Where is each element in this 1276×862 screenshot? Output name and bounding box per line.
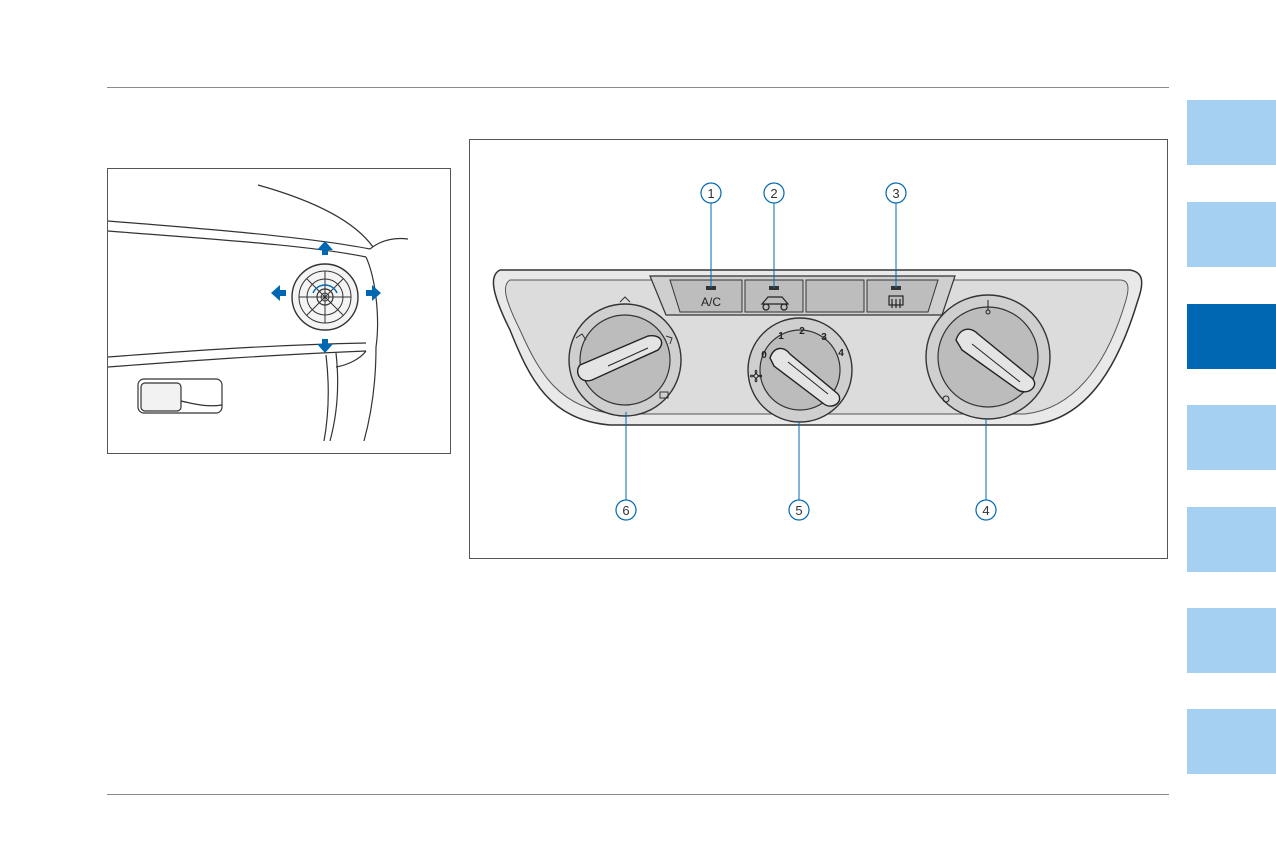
- svg-text:6: 6: [622, 503, 629, 518]
- cold-indicator-icon: [942, 395, 950, 403]
- mode-symbols: [575, 296, 673, 399]
- arrow-left-icon: [271, 285, 286, 301]
- fan-speed-scale: 0 1 2 3 4: [761, 326, 844, 361]
- chapter-tab-5[interactable]: [1187, 507, 1276, 572]
- chapter-tab-1[interactable]: [1187, 100, 1276, 165]
- direction-arrows: [271, 241, 381, 353]
- svg-text:5: 5: [795, 503, 802, 518]
- svg-text:4: 4: [982, 503, 989, 518]
- fan-speed-3: 3: [821, 332, 827, 343]
- fan-speed-4: 4: [838, 348, 844, 359]
- temperature-knob[interactable]: [925, 294, 1051, 420]
- fan-speed-2: 2: [799, 326, 805, 337]
- top-rule: [107, 87, 1169, 88]
- callout-6: 6: [615, 499, 637, 521]
- fan-speed-knob[interactable]: 0 1 2 3 4: [747, 317, 853, 423]
- chapter-tab-7[interactable]: [1187, 709, 1276, 774]
- climate-panel-figure: A/C: [469, 139, 1168, 559]
- callout-1: 1: [700, 182, 722, 204]
- fan-speed-1: 1: [778, 331, 784, 342]
- svg-text:1: 1: [707, 186, 714, 201]
- chapter-tab-4[interactable]: [1187, 405, 1276, 470]
- callout-4: 4: [975, 499, 997, 521]
- chapter-tab-6[interactable]: [1187, 608, 1276, 673]
- bottom-rule: [107, 794, 1169, 795]
- callout-5: 5: [788, 499, 810, 521]
- rear-defrost-icon: [888, 295, 904, 308]
- svg-text:2: 2: [770, 186, 777, 201]
- air-vent-illustration: [108, 184, 409, 442]
- door-handle-icon: [137, 378, 223, 414]
- callout-2: 2: [763, 182, 785, 204]
- blank-button[interactable]: [805, 279, 865, 313]
- ac-button[interactable]: A/C: [669, 279, 743, 313]
- callout-lines: [625, 203, 987, 500]
- fan-icon: [749, 369, 763, 383]
- callout-3: 3: [885, 182, 907, 204]
- ac-label: A/C: [701, 295, 721, 309]
- climate-panel-illustration: A/C: [492, 182, 1143, 521]
- arrow-right-icon: [366, 285, 381, 301]
- rear-defrost-button[interactable]: [866, 279, 939, 313]
- fan-speed-0: 0: [761, 350, 767, 361]
- mode-knob[interactable]: [568, 296, 682, 417]
- chapter-tab-3-active[interactable]: [1187, 304, 1276, 369]
- temperature-icon: [985, 300, 991, 315]
- recirculation-icon: [760, 296, 790, 311]
- svg-text:3: 3: [892, 186, 899, 201]
- arrow-up-icon: [317, 241, 333, 255]
- air-vent-figure: [107, 168, 451, 454]
- air-vent-icon: [291, 263, 359, 331]
- chapter-tab-2[interactable]: [1187, 202, 1276, 267]
- arrow-down-icon: [317, 339, 333, 353]
